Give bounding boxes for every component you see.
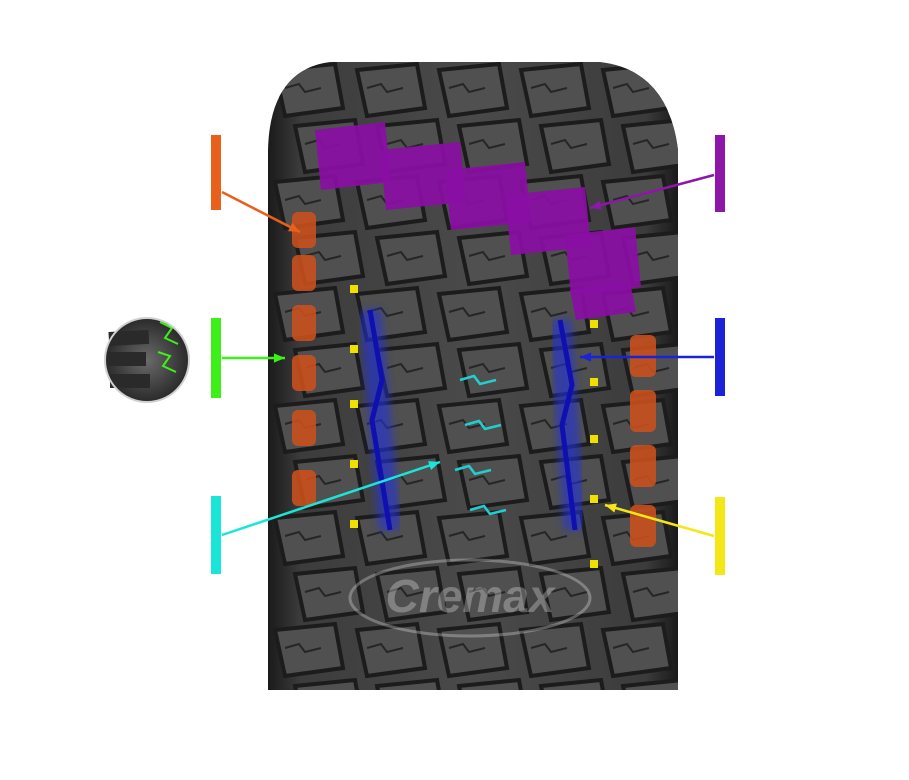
tread-sipe (305, 700, 341, 708)
yellow-ejector-highlight (590, 560, 598, 568)
orange-shoulder-highlight (630, 390, 656, 432)
purple-block-highlight (565, 227, 641, 295)
tread-sipe (468, 138, 506, 150)
purple-block-highlight (380, 142, 466, 210)
tread-sipe (530, 642, 568, 654)
orange-shoulder-highlight (630, 505, 656, 547)
shoulder-blocks-arrowhead (288, 222, 300, 232)
blue-groove-glow (359, 309, 401, 531)
tread-sipe (612, 642, 650, 654)
cyan-sipe-highlight (469, 504, 507, 516)
orange-shoulder-highlight (292, 255, 316, 291)
tread-sipe (387, 700, 423, 708)
orange-shoulder-highlight (292, 410, 316, 446)
cyan-sipe-highlight (464, 419, 502, 431)
orange-shoulder-highlight (630, 445, 656, 487)
orange-shoulder-highlight (292, 212, 316, 248)
tread-block (374, 677, 448, 690)
tread-sipe (632, 250, 670, 262)
yellow-ejector-highlight (350, 345, 358, 353)
tread-sipe (284, 194, 322, 206)
center-sipes-arrowhead (428, 461, 440, 470)
purple-block-highlight (315, 122, 391, 190)
yellow-ejector-highlight (350, 285, 358, 293)
inset-green-mark-2 (157, 351, 177, 373)
yellow-ejector-highlight (350, 520, 358, 528)
tread-sipe (284, 82, 322, 94)
tread-sipe (633, 700, 669, 708)
tread-sipe (612, 82, 650, 94)
tread-sipe (550, 138, 588, 150)
tread-sipe (468, 362, 506, 374)
circumferential-grooves-arrowhead (580, 352, 592, 362)
tread-sipe (468, 474, 506, 486)
tread-sipe (448, 306, 486, 318)
orange-shoulder-highlight (292, 470, 316, 506)
blue-groove-line (367, 309, 393, 531)
tread-sipe (284, 530, 322, 542)
tread-sipe (386, 362, 424, 374)
yellow-ejector-highlight (590, 378, 598, 386)
cyan-sipe-highlight (459, 374, 497, 386)
tread-sipe (304, 250, 342, 262)
sidewall-inset-arrowhead (273, 353, 285, 363)
cyan-sipe-highlight (454, 464, 492, 476)
stone-ejectors-arrowhead (605, 503, 617, 513)
tread-sipe (530, 306, 568, 318)
tread-sipe (550, 586, 588, 598)
yellow-ejector-highlight (590, 495, 598, 503)
tread-sipe (386, 586, 424, 598)
yellow-ejector-highlight (350, 400, 358, 408)
sidewall-inset (104, 317, 190, 403)
center-sipes-leader-line (221, 460, 441, 537)
yellow-ejector-highlight (590, 435, 598, 443)
tread-logo-blocks-arrowhead (590, 200, 602, 210)
stone-ejectors-leader-line (604, 503, 715, 538)
tread-sipe (366, 530, 404, 542)
tread-block (620, 677, 678, 690)
tread-logo-blocks-leader-line (589, 173, 715, 210)
inset-green-mark-1 (159, 321, 179, 345)
tread-block (538, 677, 612, 690)
orange-shoulder-highlight (292, 305, 316, 341)
tread-sipe (304, 586, 342, 598)
tread-sipe (366, 642, 404, 654)
tread-sipe (551, 700, 587, 708)
orange-shoulder-highlight (292, 355, 316, 391)
tread-sipe (469, 700, 505, 708)
tread-block (456, 677, 530, 690)
watermark-text: Cremax (386, 570, 557, 622)
tread-sipe (386, 138, 424, 150)
yellow-ejector-highlight (350, 460, 358, 468)
tread-sipe (448, 642, 486, 654)
purple-block-highlight (570, 282, 636, 320)
tread-sipe (386, 250, 424, 262)
shoulder-blocks-leader-line (221, 190, 301, 234)
tread-sipe (284, 642, 322, 654)
tread-sipe (612, 194, 650, 206)
tread-sipe (468, 250, 506, 262)
callout-markers (211, 135, 725, 575)
tread-sipe (366, 82, 404, 94)
yellow-ejector-highlight (590, 320, 598, 328)
tread-sipe (530, 82, 568, 94)
tread-sipe (632, 586, 670, 598)
tread-block (292, 677, 366, 690)
tread-sipe (468, 586, 506, 598)
tread-sipe (448, 82, 486, 94)
tread-sipe (448, 530, 486, 542)
watermark: Cremax (348, 558, 592, 638)
blue-groove-line (557, 319, 578, 531)
tread-sipe (632, 138, 670, 150)
tread-sipe (530, 530, 568, 542)
